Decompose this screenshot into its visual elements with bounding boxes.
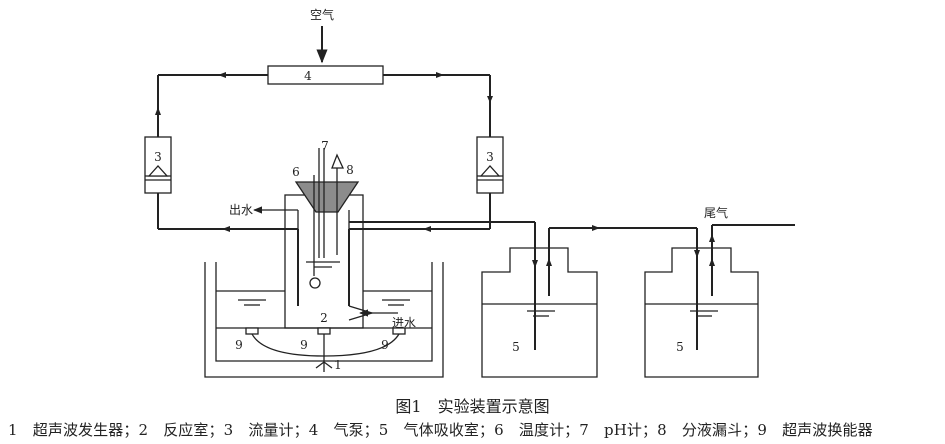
gas-loop-pipes	[157, 74, 491, 230]
arrow-from-reactor-right	[423, 226, 431, 232]
flowmeter-right: 3	[476, 136, 504, 194]
air-pump-number: 4	[304, 69, 312, 83]
arrow-into-reactor-left	[222, 226, 230, 232]
flowmeter-right-number: 3	[486, 150, 494, 164]
separating-funnel: 8	[331, 153, 354, 255]
generator-number: 1	[334, 358, 342, 372]
loop-flow-arrows	[155, 72, 493, 232]
thermometer-number: 6	[292, 165, 300, 179]
arrow-left-top	[218, 72, 226, 78]
ph-meter-number: 7	[321, 139, 329, 153]
air-in-label: 空气	[310, 7, 334, 22]
separating-funnel-number: 8	[346, 163, 354, 177]
experimental-setup-diagram: 空气 4	[144, 7, 795, 378]
ph-meter: 7	[309, 139, 329, 289]
gas-absorber-1: 5	[481, 247, 598, 378]
air-pump: 4	[267, 65, 384, 85]
absorber-flow-arrows	[532, 225, 715, 268]
reactor-number: 2	[320, 311, 328, 325]
tail-gas-label: 尾气	[704, 205, 728, 220]
transducer-center-number: 9	[300, 338, 308, 352]
arrow-up-right	[487, 96, 493, 103]
arrow-down-left	[155, 107, 161, 115]
transducer-right-number: 9	[381, 338, 389, 352]
figure-legend: 1 超声波发生器；2 反应室；3 流量计；4 气泵；5 气体吸收室；6 温度计；…	[8, 421, 873, 439]
gas-absorber-2: 5	[644, 247, 759, 378]
water-out-label: 出水	[229, 203, 253, 217]
absorber-1-number: 5	[512, 340, 520, 354]
arrow-right-top	[436, 72, 444, 78]
transducer-left-number: 9	[235, 338, 243, 352]
air-inlet: 空气	[310, 7, 334, 64]
ultrasonic-system: 9 9 9 1	[235, 327, 406, 372]
flowmeter-left: 3	[144, 136, 172, 194]
figure-caption: 图1 实验装置示意图	[395, 397, 550, 416]
flowmeter-left-number: 3	[154, 150, 162, 164]
water-flow: 出水 进水	[229, 203, 416, 330]
water-in-label: 进水	[392, 316, 416, 330]
absorber-2-number: 5	[676, 340, 684, 354]
absorber-pipes	[349, 221, 795, 350]
